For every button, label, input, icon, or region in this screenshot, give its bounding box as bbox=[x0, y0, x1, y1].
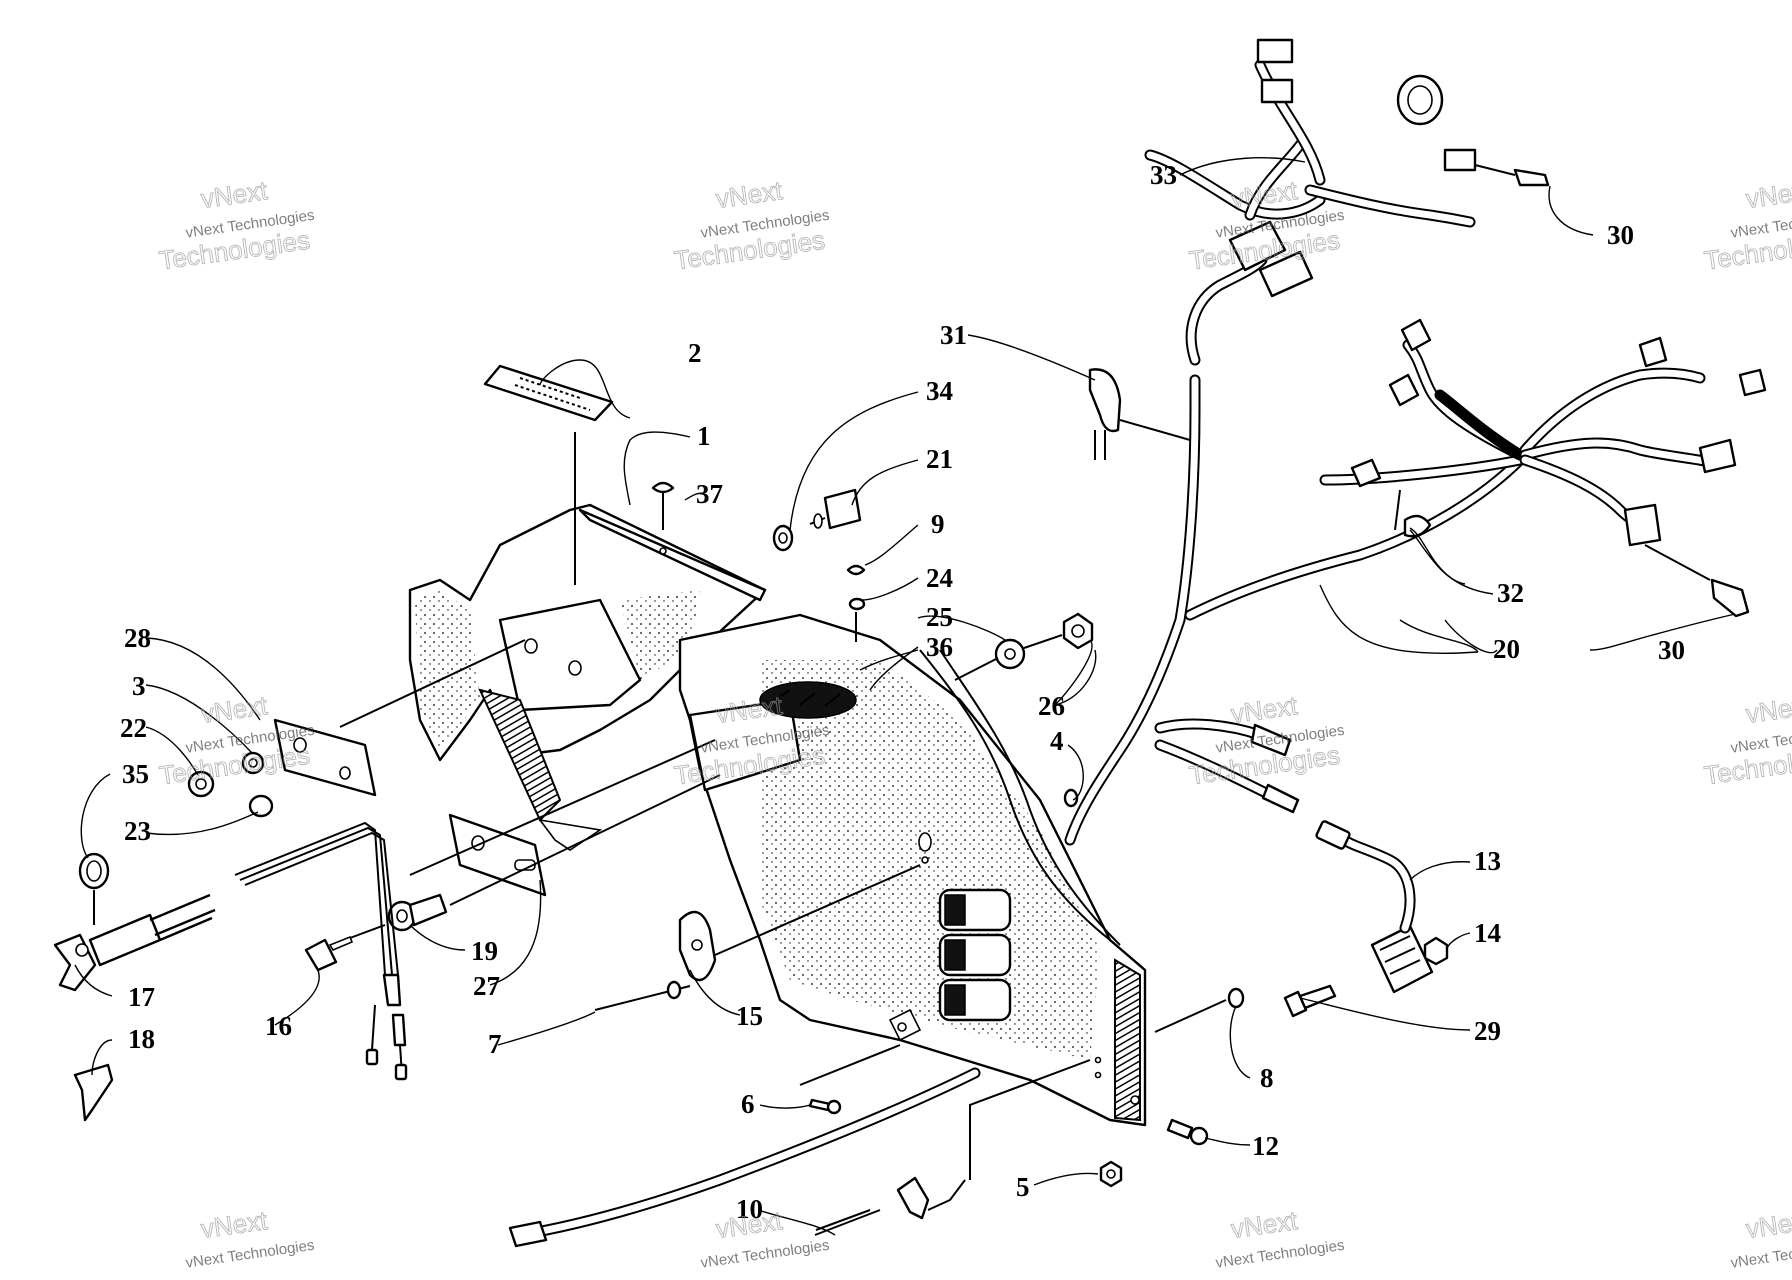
callout-18: 18 bbox=[128, 1024, 155, 1054]
svg-text:vNext: vNext bbox=[199, 175, 270, 214]
svg-text:vNext: vNext bbox=[199, 690, 270, 729]
callout-labels: 1 2 3 4 5 6 7 8 9 10 12 13 14 15 16 17 1… bbox=[120, 160, 1685, 1224]
callout-23: 23 bbox=[124, 816, 151, 846]
console-housing bbox=[408, 503, 767, 851]
callout-25: 25 bbox=[926, 602, 953, 632]
callout-16: 16 bbox=[265, 1011, 292, 1041]
bottom-cable bbox=[508, 1059, 1091, 1248]
watermark: vNext vNext Technologies bbox=[1730, 1205, 1792, 1272]
callout-19: 19 bbox=[471, 936, 498, 966]
callout-6: 6 bbox=[741, 1089, 755, 1119]
svg-text:vNext: vNext bbox=[714, 175, 785, 214]
watermark: vNext vNext Technologies bbox=[1215, 1205, 1346, 1272]
callout-10: 10 bbox=[736, 1194, 763, 1224]
callout-24: 24 bbox=[926, 563, 953, 593]
dash-panel bbox=[678, 613, 1147, 1127]
watermark: vNext vNext Technologies Technologies bbox=[157, 175, 316, 276]
callout-15: 15 bbox=[736, 1001, 763, 1031]
svg-text:vNext: vNext bbox=[714, 1205, 785, 1244]
wiring-harness bbox=[1064, 38, 1767, 846]
svg-text:vNext: vNext bbox=[1229, 1205, 1300, 1244]
callout-5: 5 bbox=[1016, 1172, 1030, 1202]
callout-3: 3 bbox=[132, 671, 146, 701]
callout-1: 1 bbox=[697, 421, 711, 451]
watermark: vNext vNext Technologies Technologies bbox=[672, 175, 831, 276]
callout-37: 37 bbox=[696, 479, 723, 509]
watermark: vNext vNext Technologies bbox=[185, 1205, 316, 1272]
callout-27: 27 bbox=[473, 971, 500, 1001]
callout-7: 7 bbox=[488, 1029, 502, 1059]
callout-32: 32 bbox=[1497, 578, 1524, 608]
callout-28: 28 bbox=[124, 623, 151, 653]
callout-36: 36 bbox=[926, 632, 953, 662]
callout-20: 20 bbox=[1493, 634, 1520, 664]
leader-lines bbox=[74, 157, 1736, 1236]
callout-22: 22 bbox=[120, 713, 147, 743]
callout-8: 8 bbox=[1260, 1063, 1274, 1093]
callout-2: 2 bbox=[688, 338, 702, 368]
watermark: vNext vNext Technologies Technologies bbox=[1702, 690, 1792, 791]
svg-text:vNext: vNext bbox=[1744, 1205, 1792, 1244]
callout-30-right: 30 bbox=[1658, 635, 1685, 665]
watermark: vNext vNext Technologies Technologies bbox=[157, 690, 316, 791]
watermark: vNext vNext Technologies Technologies bbox=[672, 690, 831, 791]
callout-26: 26 bbox=[1038, 691, 1065, 721]
callout-13: 13 bbox=[1474, 846, 1501, 876]
watermark: vNext vNext Technologies Technologies bbox=[1187, 690, 1346, 791]
small-parts bbox=[594, 481, 1449, 1188]
callout-17: 17 bbox=[128, 982, 155, 1012]
callout-12: 12 bbox=[1252, 1131, 1279, 1161]
svg-text:vNext: vNext bbox=[199, 1205, 270, 1244]
callout-35: 35 bbox=[122, 759, 149, 789]
callout-33: 33 bbox=[1150, 160, 1177, 190]
watermark: vNext vNext Technologies bbox=[700, 1205, 831, 1272]
callout-30-top: 30 bbox=[1607, 220, 1634, 250]
svg-text:vNext: vNext bbox=[1229, 690, 1300, 729]
callout-34: 34 bbox=[926, 376, 953, 406]
left-parts bbox=[53, 639, 721, 1122]
callout-9: 9 bbox=[931, 509, 945, 539]
callout-21: 21 bbox=[926, 444, 953, 474]
callout-31: 31 bbox=[940, 320, 967, 350]
watermark: vNext vNext Technologies Technologies bbox=[1702, 175, 1792, 276]
svg-text:vNext: vNext bbox=[1744, 175, 1792, 214]
callout-29: 29 bbox=[1474, 1016, 1501, 1046]
decal bbox=[483, 364, 614, 585]
callout-14: 14 bbox=[1474, 918, 1501, 948]
svg-text:vNext: vNext bbox=[1744, 690, 1792, 729]
callout-4: 4 bbox=[1050, 726, 1064, 756]
